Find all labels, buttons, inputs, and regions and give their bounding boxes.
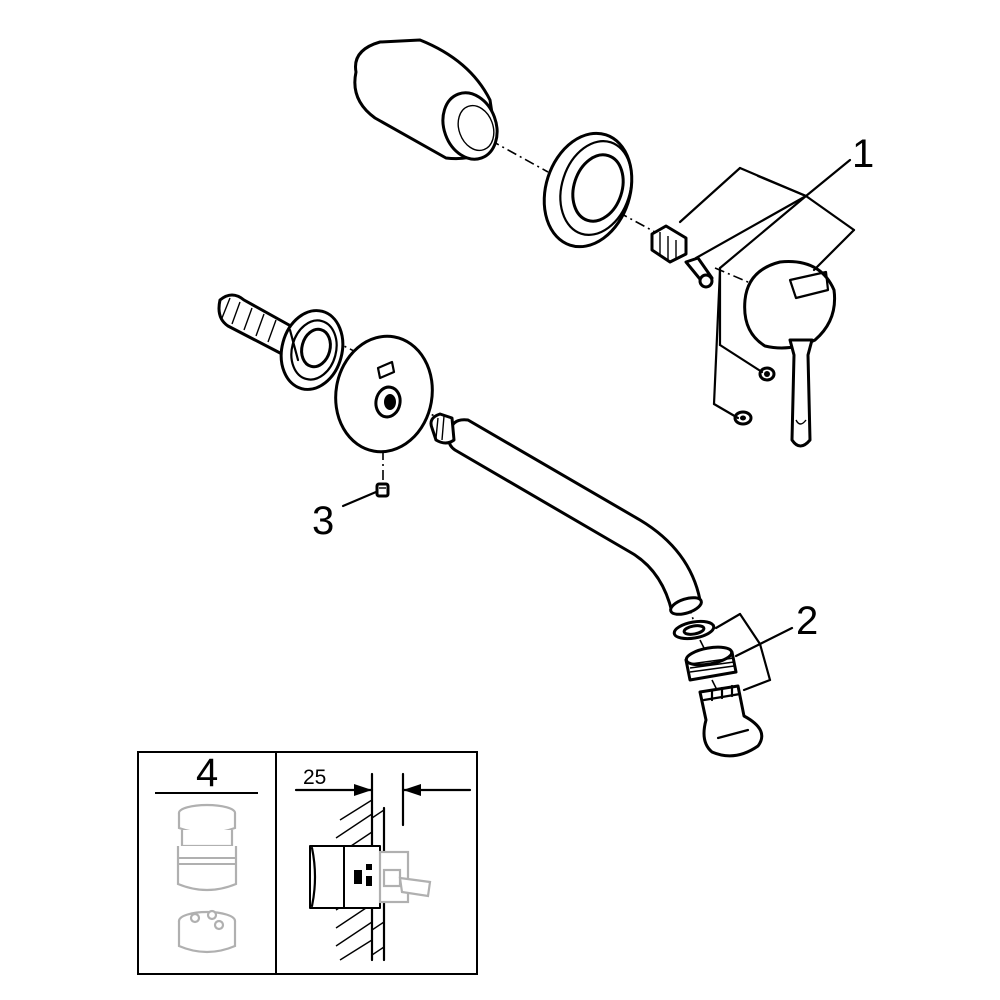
callout-3-label: 3 (312, 499, 334, 543)
escutcheon-ring (542, 131, 634, 249)
wall-rosette (334, 334, 434, 454)
callout-1-bracket (678, 158, 856, 420)
set-screw (684, 256, 714, 289)
hex-adapter (650, 224, 688, 264)
depth-dimension-label: 25 (303, 766, 326, 789)
callout-1-label: 1 (852, 132, 874, 176)
small-nut-lower (733, 410, 753, 426)
spout (429, 412, 703, 616)
concealed-body (309, 845, 432, 909)
callout-2-bracket (714, 612, 794, 692)
arrow-right-icon (354, 784, 372, 796)
cartridge-panel: 4 (155, 751, 258, 954)
callout-4-label: 4 (196, 751, 218, 795)
aerator-insert (684, 645, 738, 682)
grub-screw (375, 482, 390, 498)
callout-3-leader (341, 490, 378, 508)
callout-2-label: 2 (796, 599, 818, 643)
installation-depth-panel: 25 (294, 766, 472, 962)
lever-handle (743, 260, 837, 448)
aerator-key (698, 684, 764, 758)
aerator-washer (672, 619, 716, 641)
cartridge-ghost (176, 803, 238, 954)
small-nut-upper (758, 366, 776, 382)
cover-sleeve (353, 38, 499, 161)
arrow-left-icon (403, 784, 421, 796)
threaded-connector (217, 293, 345, 391)
